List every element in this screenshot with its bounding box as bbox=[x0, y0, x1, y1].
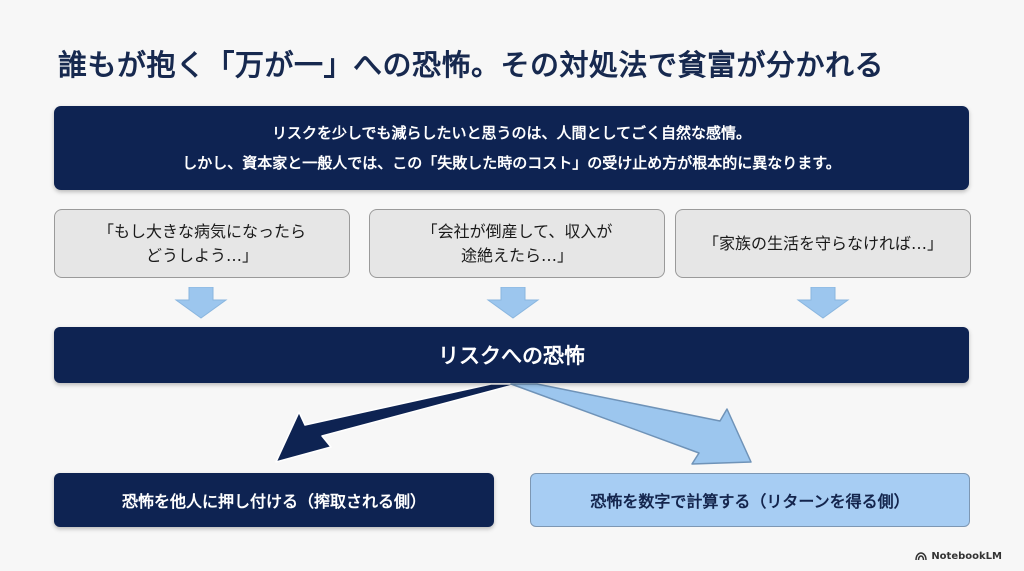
outcome-exploited: 恐怖を他人に押し付ける（搾取される側） bbox=[54, 473, 494, 527]
worry-card-family: 「家族の生活を守らなければ…」 bbox=[675, 209, 971, 278]
left-branch-arrow-icon bbox=[275, 383, 518, 463]
outcome-return-label: 恐怖を数字で計算する（リターンを得る側） bbox=[590, 492, 910, 511]
worry-card-illness: 「もし大きな病気になったら どうしよう…」 bbox=[54, 209, 350, 278]
right-branch-arrow-icon bbox=[510, 383, 752, 465]
worry-card-bankruptcy: 「会社が倒産して、収入が 途絶えたら…」 bbox=[369, 209, 665, 278]
brand-watermark: NotebookLM bbox=[915, 551, 1002, 562]
down-arrow-icon bbox=[486, 287, 540, 319]
intro-line-2: しかし、資本家と一般人では、この「失敗した時のコスト」の受け止め方が根本的に異な… bbox=[182, 154, 841, 172]
brand-label: NotebookLM bbox=[931, 551, 1002, 562]
notebooklm-logo-icon bbox=[915, 552, 928, 561]
worry-text-line: 「家族の生活を守らなければ…」 bbox=[702, 233, 943, 253]
worry-text-line: 途絶えたら…」 bbox=[460, 245, 573, 265]
worry-text-line: 「会社が倒産して、収入が bbox=[421, 221, 613, 241]
outcome-exploited-label: 恐怖を他人に押し付ける（搾取される側） bbox=[121, 492, 426, 511]
down-arrow-icon bbox=[796, 287, 850, 319]
worry-text-line: どうしよう…」 bbox=[145, 245, 258, 265]
central-fear-bar: リスクへの恐怖 bbox=[54, 327, 969, 383]
down-arrow-icon bbox=[174, 287, 228, 319]
intro-banner: リスクを少しでも減らしたいと思うのは、人間としてごく自然な感情。 しかし、資本家… bbox=[54, 106, 969, 190]
worry-text-line: 「もし大きな病気になったら bbox=[97, 221, 306, 241]
intro-line-1: リスクを少しでも減らしたいと思うのは、人間としてごく自然な感情。 bbox=[271, 124, 752, 142]
outcome-return: 恐怖を数字で計算する（リターンを得る側） bbox=[530, 473, 970, 527]
central-fear-label: リスクへの恐怖 bbox=[438, 344, 585, 368]
slide-title: 誰もが抱く「万が一」への恐怖。その対処法で貧富が分かれる bbox=[58, 48, 885, 82]
